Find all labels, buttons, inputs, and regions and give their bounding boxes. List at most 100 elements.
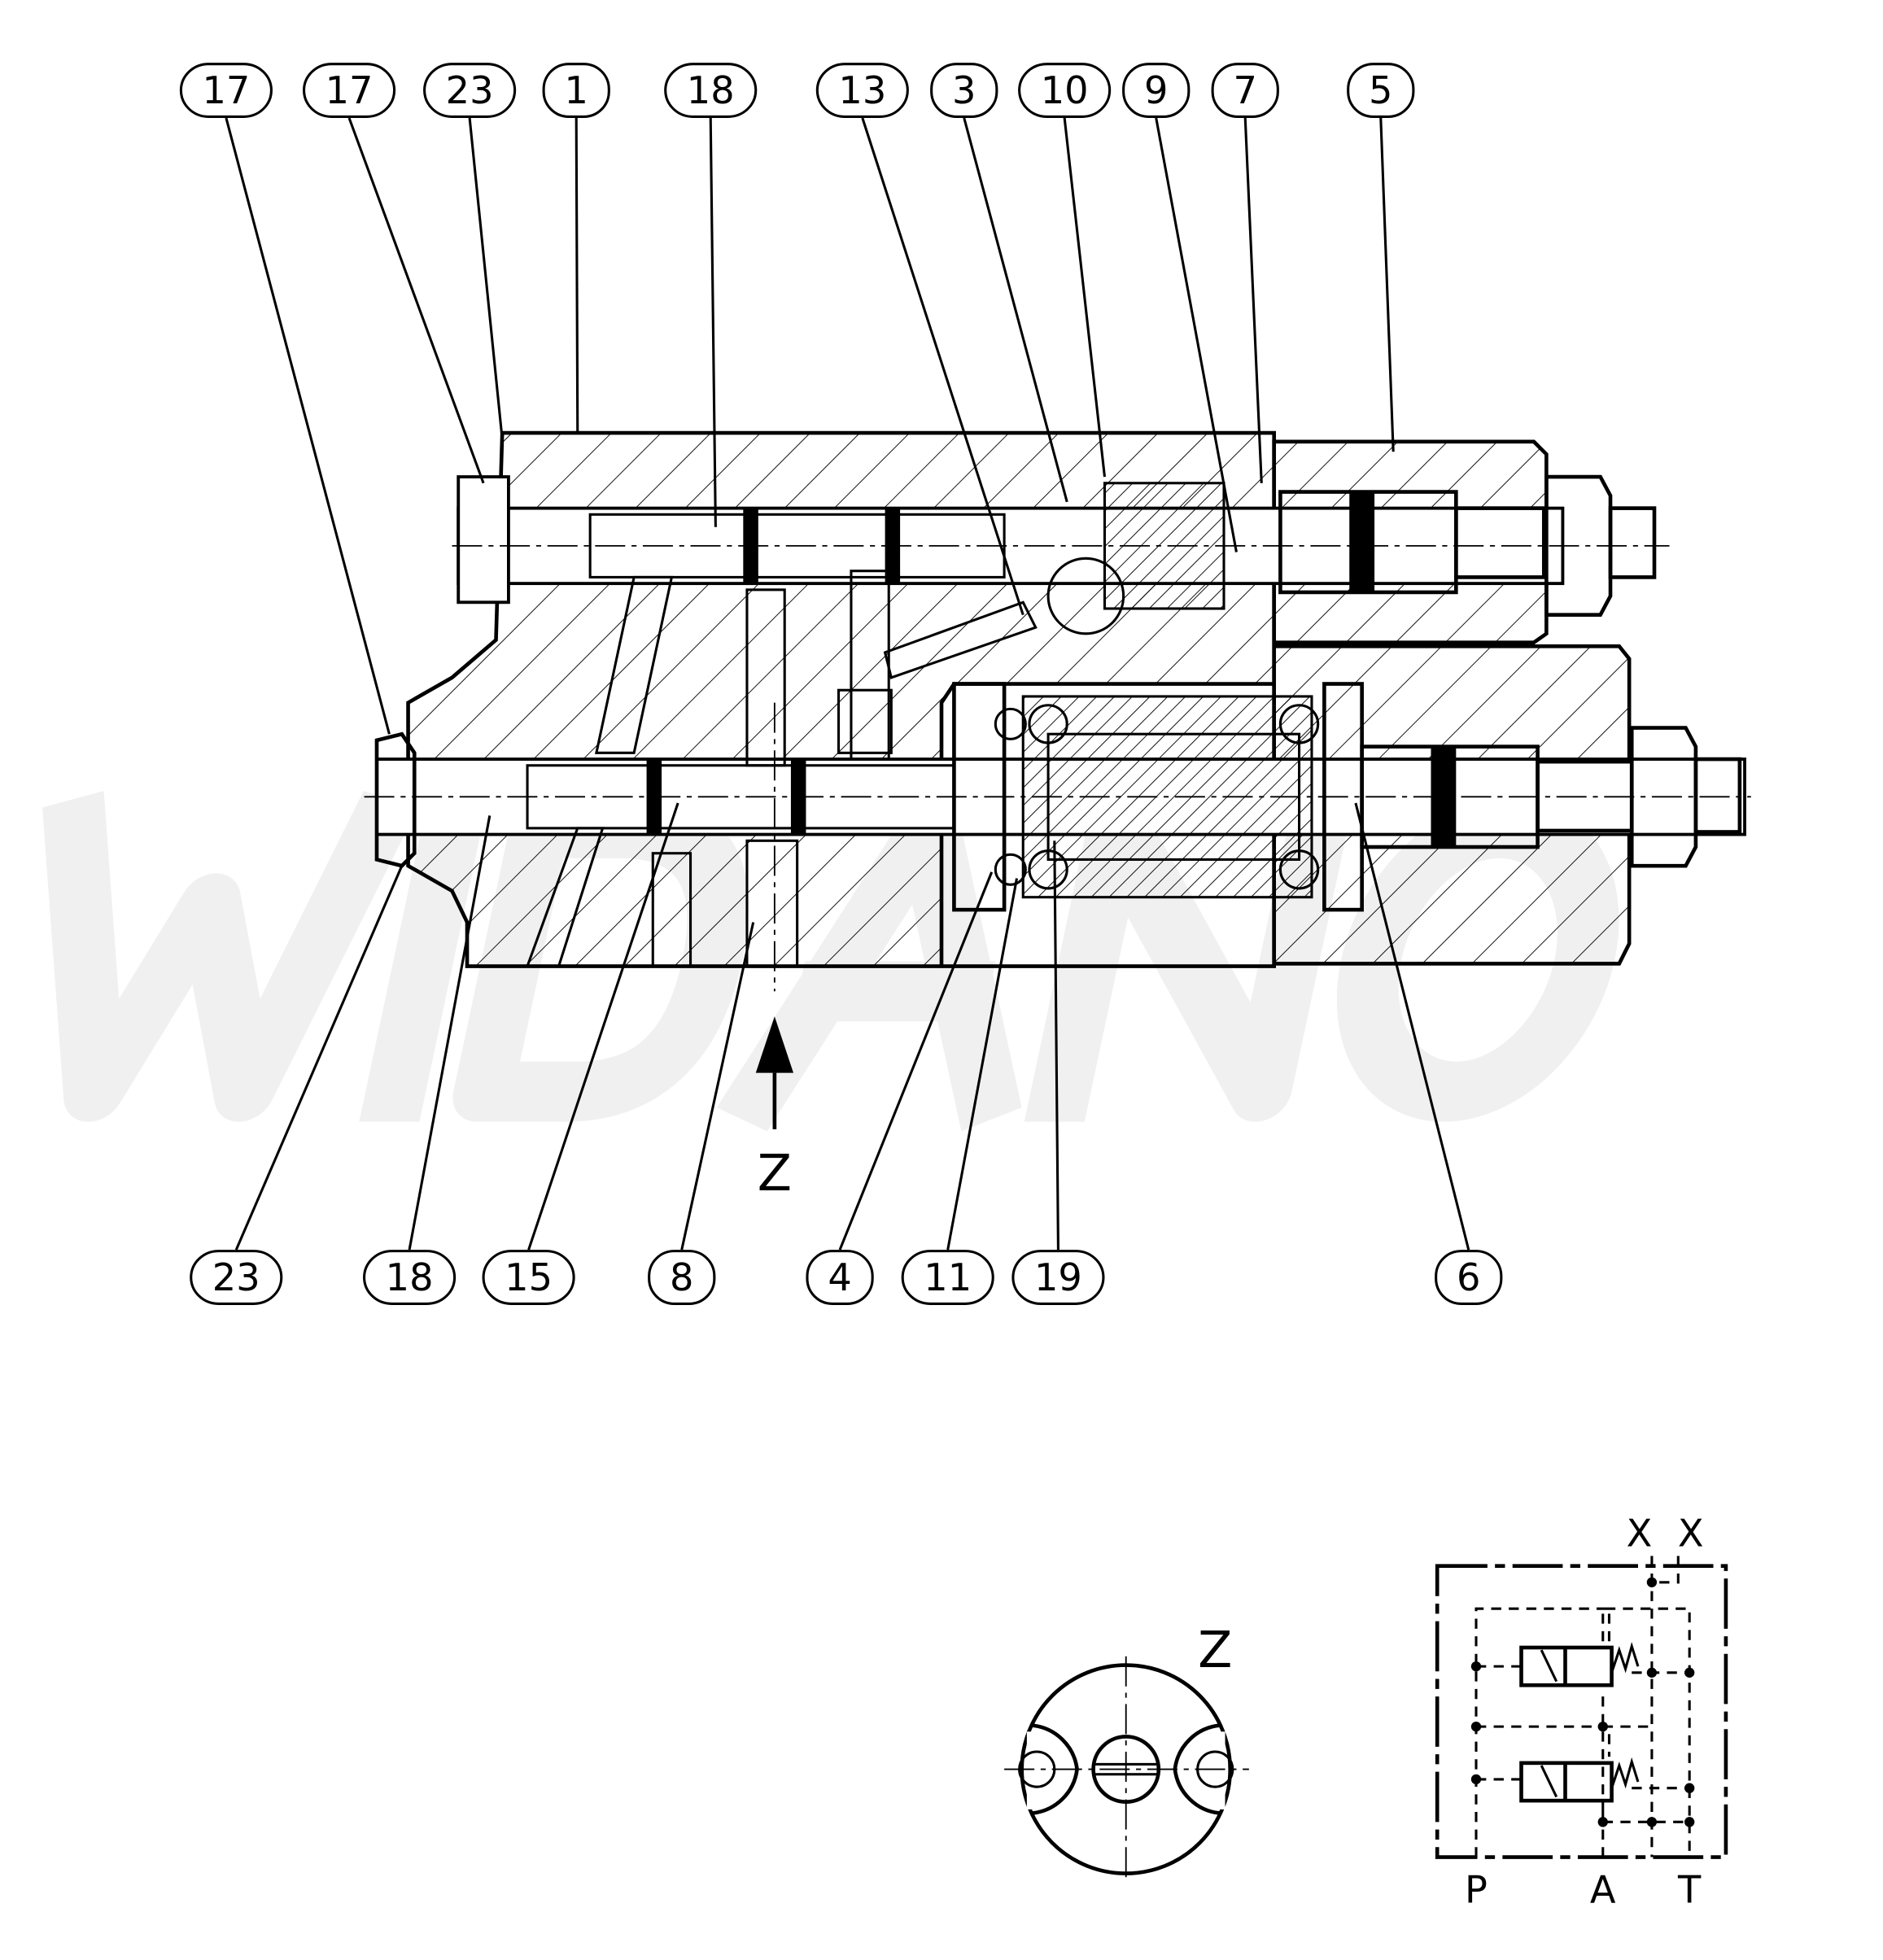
plug-17-lower [374,731,417,868]
callout-number: 10 [1041,68,1089,112]
hydraulic-schematic: X X P A T [1435,1512,1728,1912]
leader-line [234,865,404,1251]
leader-line [1053,840,1059,1251]
leader-line [1379,117,1395,452]
lock-nut-upper [1544,474,1613,618]
callout-number: 18 [687,68,735,112]
drill [525,827,605,968]
plug-17-upper [457,475,510,605]
callout-3: 3 [930,63,1068,503]
screw-upper [1454,506,1546,579]
callout-number: 19 [1034,1255,1082,1299]
leader-line [946,878,1019,1251]
ring [1278,849,1320,890]
callout-13: 13 [815,63,1025,616]
ring-11 [994,707,1027,740]
leader-line [468,117,504,439]
leader-line [709,117,717,527]
callout-number: 4 [828,1255,851,1299]
plug-8 [745,839,799,968]
leader-line [408,815,492,1251]
callout-number: 17 [202,68,250,112]
callout-bubble [190,1250,283,1305]
callout-17: 17 [179,63,391,735]
ball-3 [1046,557,1125,635]
nozzle [837,688,893,754]
callout-number: 8 [670,1255,693,1299]
callout-bubble [1011,1250,1105,1305]
leader-line [963,117,1068,503]
leader-line [838,871,994,1251]
seal [1349,491,1375,592]
callout-1: 1 [542,63,610,434]
callout-bubble [179,63,273,118]
port-p-label: P [1465,1868,1488,1912]
leader-line [347,117,485,484]
channel [745,588,786,767]
leader-line [680,922,755,1251]
callout-number: 17 [325,68,374,112]
callout-number: 15 [505,1255,553,1299]
ring [1028,704,1068,744]
callout-18: 18 [363,815,492,1305]
callout-bubble [815,63,909,118]
screw-tip-upper [1608,506,1657,579]
callout-number: 1 [564,68,588,112]
callout-number: 5 [1369,68,1392,112]
callout-number: 11 [924,1255,972,1299]
callout-bubble [901,1250,994,1305]
callout-15: 15 [482,802,679,1305]
leader-line [1354,802,1470,1251]
callout-5: 5 [1347,63,1415,452]
callout-number: 23 [446,68,494,112]
leader-line [861,117,1025,616]
callout-number: 18 [386,1255,434,1299]
screw-tip-lower [1693,757,1742,834]
port-x1-label: X [1627,1512,1653,1556]
ring-11 [994,853,1027,886]
port-a-label: A [1590,1868,1616,1912]
callout-bubble [648,1250,716,1305]
leader-line [1243,117,1263,483]
callout-4: 4 [806,871,994,1305]
channel [651,852,692,968]
callout-bubble [930,63,998,118]
callout-number: 23 [212,1255,260,1299]
callout-number: 13 [838,68,886,112]
callout-bubble [806,1250,874,1305]
callout-bubble [542,63,610,118]
port-x2-label: X [1678,1512,1704,1556]
view-arrow-label: Z [758,1144,792,1203]
callout-bubble [1347,63,1415,118]
spring-icon [1610,1641,1640,1674]
callout-bubble [1211,63,1279,118]
drill-13 [883,600,1038,679]
callout-11: 11 [901,878,1019,1305]
drill-15 [594,575,674,754]
callout-bubble [302,63,396,118]
callout-23: 23 [190,865,404,1305]
callout-8: 8 [648,922,755,1305]
callout-bubble [664,63,758,118]
callout-7: 7 [1211,63,1279,483]
leader-line [1063,117,1107,478]
callout-bubble [423,63,517,118]
leader-line [1155,117,1238,552]
callout-number: 6 [1457,1255,1480,1299]
view-z: Z [1004,1621,1249,1883]
leader-line [225,117,391,735]
callout-17: 17 [302,63,485,484]
callout-bubble [363,1250,457,1305]
leader-line [575,117,579,434]
ring [1278,704,1320,744]
callout-number: 9 [1144,68,1168,112]
callout-6: 6 [1354,802,1503,1305]
callout-bubble [1435,1250,1503,1305]
port-t-label: T [1677,1868,1702,1912]
callout-19: 19 [1011,840,1105,1305]
lock-nut-lower [1629,726,1698,868]
callout-number: 3 [952,68,976,112]
callout-bubble [1122,63,1191,118]
